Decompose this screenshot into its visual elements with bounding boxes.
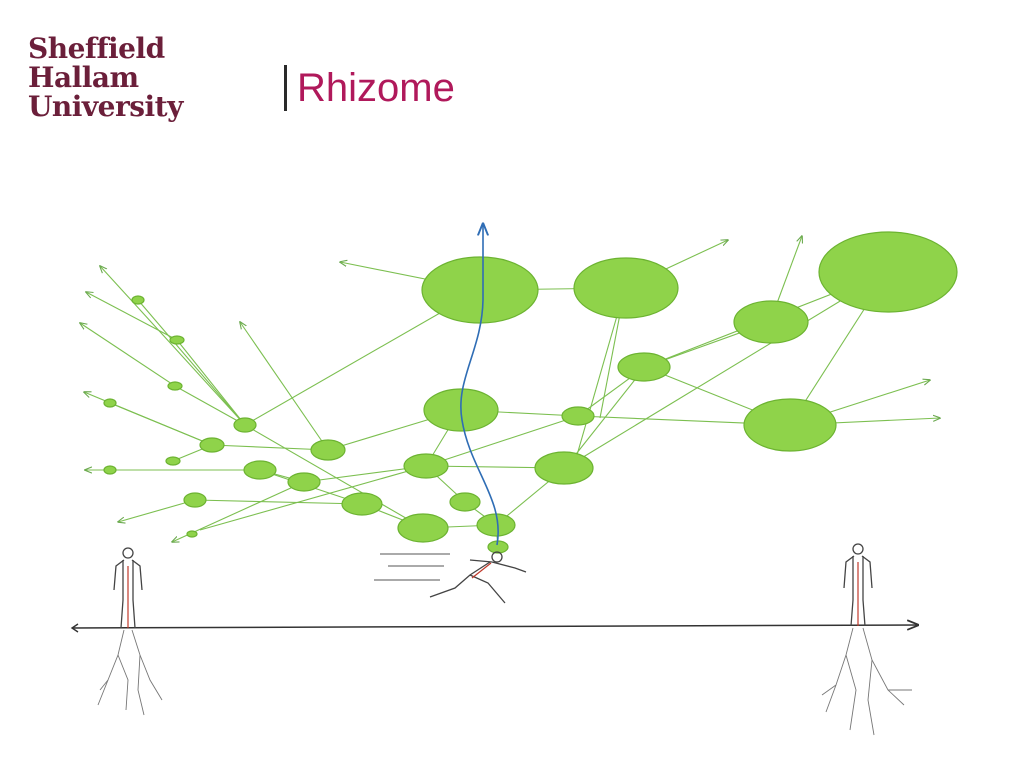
left-roots [97, 629, 163, 716]
ground-line [71, 625, 918, 628]
university-logo: Sheffield Hallam University [28, 34, 218, 121]
title-divider [284, 65, 287, 111]
left-standing-figure [113, 547, 143, 629]
rhizome-illustration [70, 200, 958, 736]
right-roots [821, 627, 912, 736]
speed-lines [374, 553, 450, 581]
right-standing-figure [843, 543, 873, 627]
logo-line-2: Hallam [28, 61, 139, 94]
slide-title-wrap: Rhizome [284, 62, 455, 114]
rhizome-nodes [103, 231, 958, 554]
logo-line-1: Sheffield [28, 32, 165, 65]
slide-title: Rhizome [297, 66, 455, 110]
movement-path [460, 224, 499, 546]
running-figure [429, 551, 527, 604]
logo-line-3: University [28, 90, 183, 123]
